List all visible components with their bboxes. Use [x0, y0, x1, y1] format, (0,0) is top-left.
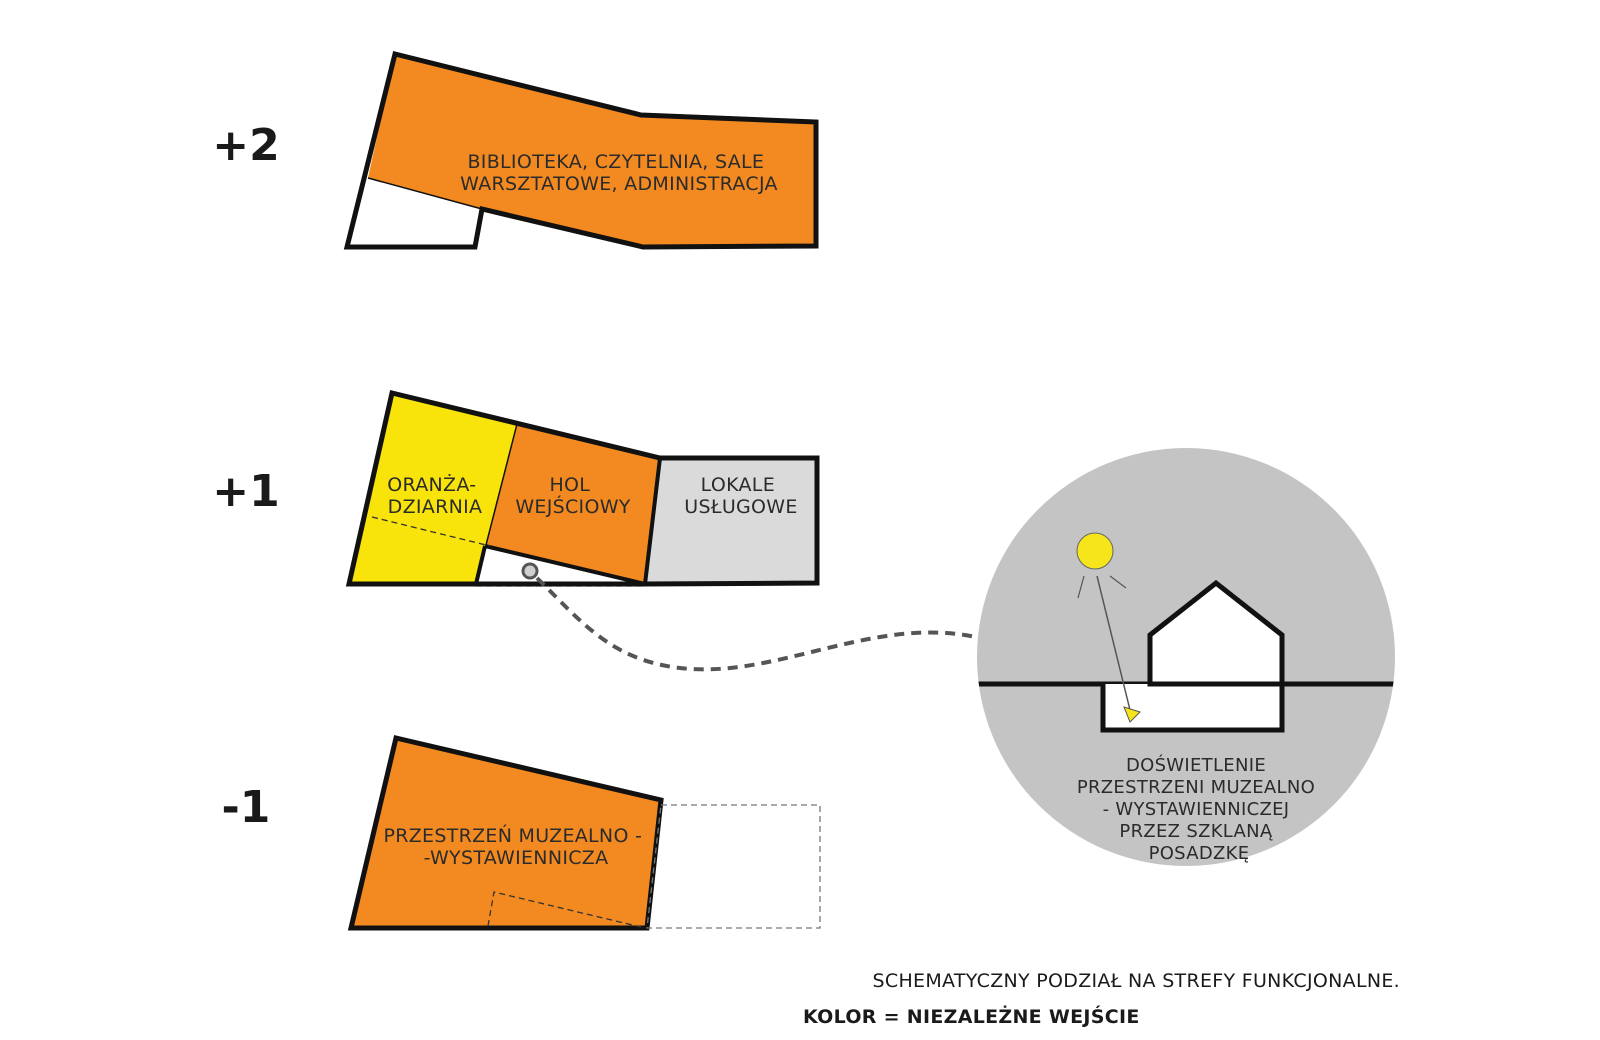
white-void-area [347, 178, 482, 247]
zone-library-workshops-administration [368, 54, 816, 247]
divider-line [643, 457, 662, 585]
caption-title: SCHEMATYCZNY PODZIAŁ NA STREFY FUNKCJONA… [873, 970, 1400, 992]
level-label-plus-2: +2 [212, 120, 279, 171]
glass-floor-detail: DOŚWIETLENIE PRZESTRZENI MUZEALNO - WYST… [977, 448, 1395, 866]
divider-line [475, 423, 518, 585]
arrow-head [1123, 706, 1141, 723]
zone-service-premises [645, 458, 817, 583]
connector-marker-dot [521, 562, 539, 580]
glass-floor-pit [1100, 684, 1285, 733]
divider-line [484, 544, 646, 586]
plan-outline-plus-1 [345, 389, 820, 587]
zone-label-service-premises: LOKALE USŁUGOWE [684, 474, 797, 518]
floor-plan-plus-2: BIBLIOTEKA, CZYTELNIA, SALE WARSZTATOWE,… [343, 50, 819, 250]
zone-orangery [349, 393, 517, 584]
zone-label-museum-exhibition: PRZESTRZEŃ MUZEALNO - -WYSTAWIENNICZA [383, 824, 648, 869]
detail-description: DOŚWIETLENIE PRZESTRZENI MUZEALNO - WYST… [1077, 754, 1321, 864]
level-label-minus-1: -1 [222, 782, 271, 833]
zone-label-orangery: ORANŻA- DZIARNIA [387, 473, 483, 518]
level-label-plus-1: +1 [212, 466, 279, 517]
floor-plan-plus-1: ORANŻA- DZIARNIA HOL WEJŚCIOWY LOKALE US… [345, 389, 820, 587]
light-ray-arrow-icon [1096, 575, 1131, 711]
zone-label-entrance-hall: HOL WEJŚCIOWY [515, 474, 630, 518]
dashed-overlay-line [487, 891, 646, 929]
floor-plan-minus-1: PRZESTRZEŃ MUZEALNO - -WYSTAWIENNICZA [347, 734, 821, 931]
divider-line [367, 177, 483, 210]
dashed-connector-curve [535, 576, 989, 672]
zone-label-library: BIBLIOTEKA, CZYTELNIA, SALE WARSZTATOWE,… [460, 151, 778, 195]
sun-ray [1077, 575, 1085, 599]
house-icon [1147, 579, 1285, 687]
sun-ray [1109, 575, 1127, 589]
caption-legend: KOLOR = NIEZALEŻNE WEJŚCIE [803, 1004, 1140, 1028]
sun-icon [1076, 532, 1114, 570]
zone-entrance-hall [476, 424, 660, 584]
dashed-footprint-outline [646, 804, 821, 929]
dashed-overlay-line [371, 516, 491, 547]
plan-outline-plus-2 [343, 50, 819, 250]
